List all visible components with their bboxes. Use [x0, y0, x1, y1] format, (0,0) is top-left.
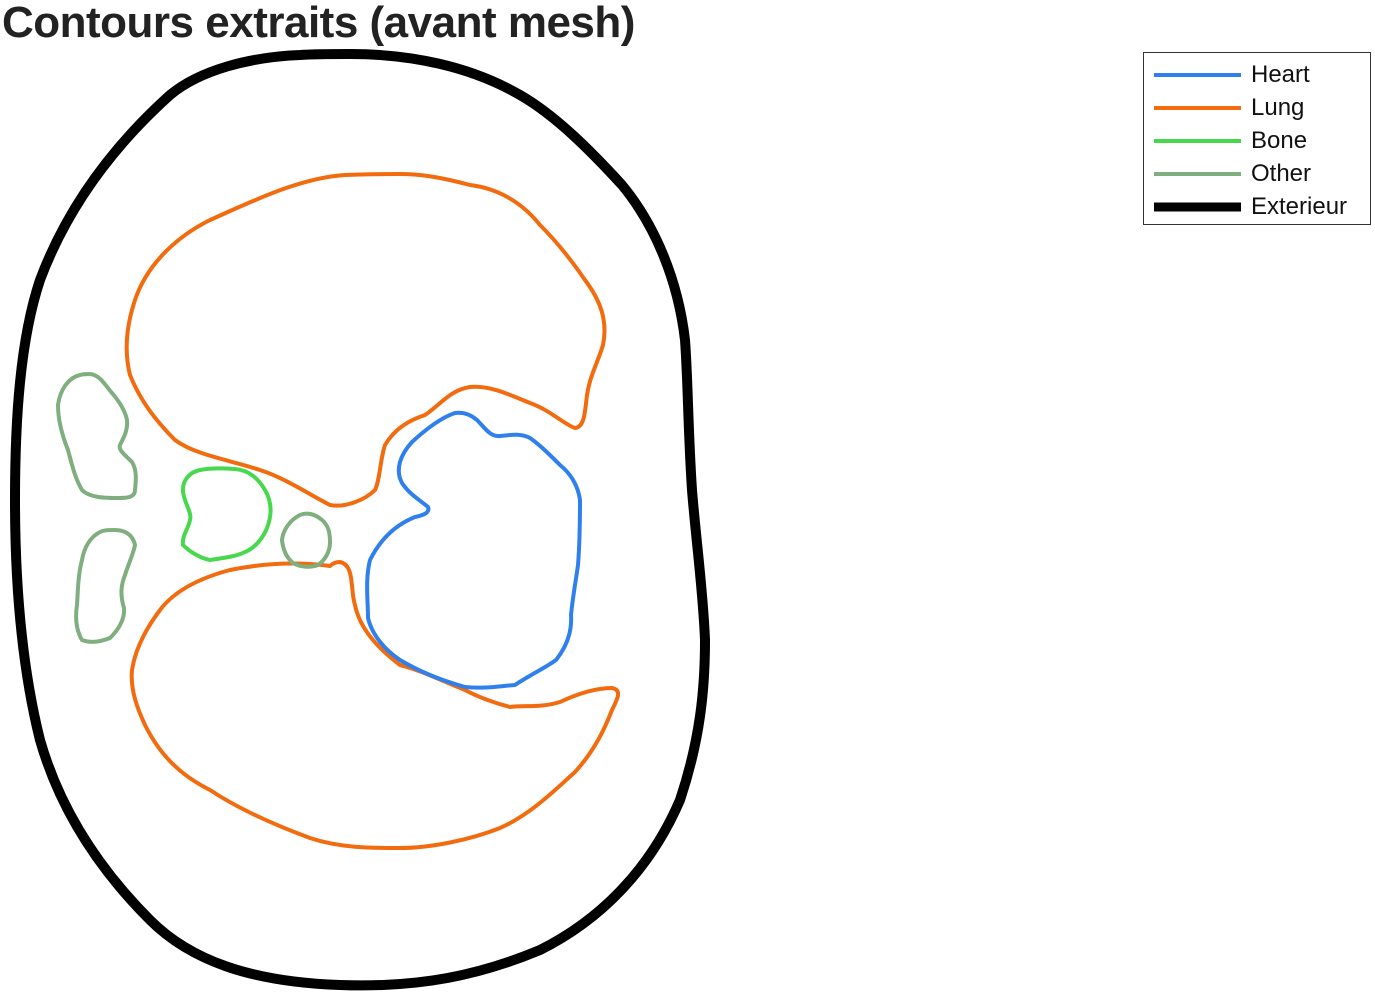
- bone-contour: [180, 466, 273, 562]
- legend-item-exterieur: Exterieur: [1144, 190, 1370, 223]
- legend-swatch-heart: [1154, 72, 1241, 77]
- legend-swatch-exterieur: [1154, 202, 1241, 211]
- figure-title: Contours extraits (avant mesh): [2, 0, 635, 47]
- legend: Heart Lung Bone Other Exterieur: [1143, 52, 1371, 225]
- legend-label-bone: Bone: [1251, 126, 1308, 154]
- legend-swatch-lung: [1154, 105, 1241, 110]
- legend-swatch-bone: [1154, 138, 1241, 143]
- lung-upper-contour: [124, 172, 607, 508]
- legend-label-lung: Lung: [1251, 93, 1305, 121]
- lung-lower-contour: [129, 560, 620, 850]
- other-contour-center: [280, 511, 332, 569]
- heart-contour: [365, 410, 582, 690]
- legend-item-heart: Heart: [1144, 58, 1370, 91]
- legend-swatch-other: [1154, 171, 1241, 176]
- other-contour-upper-left: [56, 372, 138, 500]
- other-contour-lower-left: [74, 528, 137, 644]
- legend-label-heart: Heart: [1251, 60, 1310, 88]
- exterieur-contour: [10, 49, 710, 991]
- legend-item-lung: Lung: [1144, 91, 1370, 124]
- legend-label-other: Other: [1251, 159, 1312, 187]
- legend-item-bone: Bone: [1144, 124, 1370, 157]
- legend-item-other: Other: [1144, 157, 1370, 190]
- legend-label-exterieur: Exterieur: [1251, 192, 1348, 220]
